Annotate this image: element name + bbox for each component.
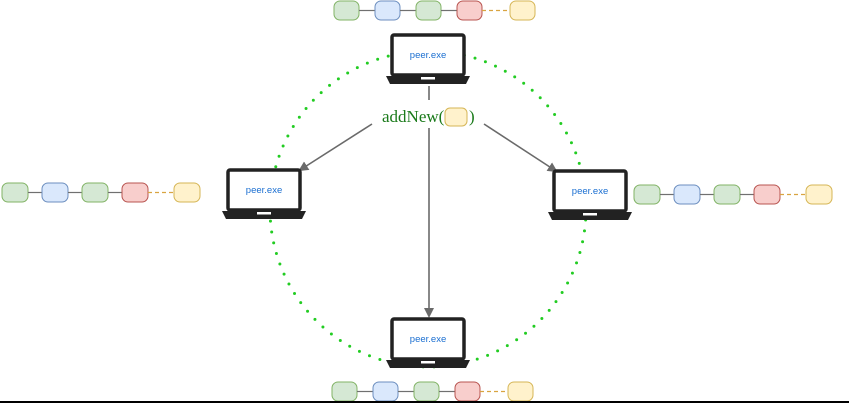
- arrow-top-to-right: [483, 123, 558, 173]
- peer-top: peer.exe: [386, 33, 470, 84]
- chain-block-yellow: [507, 381, 534, 402]
- laptop-base: [548, 212, 632, 220]
- peer-label: peer.exe: [410, 334, 446, 345]
- blockchain-right: [633, 184, 833, 205]
- chain-block-yellow: [509, 0, 536, 21]
- chain-block-red: [121, 182, 149, 203]
- blockchain-top: [333, 0, 536, 21]
- chain-block-green: [415, 0, 442, 21]
- laptop-base: [386, 76, 470, 84]
- chain-block-green: [333, 0, 360, 21]
- chain-block-green: [1, 182, 29, 203]
- add-new-call-suffix: ): [469, 107, 475, 126]
- chain-block-red: [456, 0, 483, 21]
- broadcast-arrows: [298, 86, 558, 318]
- chain-block-blue: [374, 0, 401, 21]
- peer-left: peer.exe: [222, 168, 306, 219]
- laptop-screen: [390, 317, 466, 361]
- blockchain-bottom: [331, 381, 534, 402]
- chain-block-green: [331, 381, 358, 402]
- laptop-base: [222, 211, 306, 219]
- chain-block-blue: [372, 381, 399, 402]
- chain-block-green: [713, 184, 741, 205]
- add-new-argument-block: [444, 107, 468, 127]
- laptop-screen: [226, 168, 302, 212]
- chain-block-green: [633, 184, 661, 205]
- chain-block-yellow: [805, 184, 833, 205]
- laptop-base: [386, 360, 470, 368]
- chain-block-blue: [673, 184, 701, 205]
- arrow-top-to-left: [298, 123, 373, 172]
- add-new-call: addNew( ): [382, 107, 475, 127]
- add-new-call-prefix: addNew(: [382, 107, 445, 126]
- blockchain-left: [1, 182, 201, 203]
- chain-block-red: [753, 184, 781, 205]
- laptop-screen: [390, 33, 466, 77]
- laptop-trackpad-notch: [421, 77, 435, 80]
- peer-right: peer.exe: [548, 169, 632, 220]
- chain-block-green: [413, 381, 440, 402]
- chain-block-green: [81, 182, 109, 203]
- laptop-screen: [552, 169, 628, 213]
- peer-bottom: peer.exe: [386, 317, 470, 368]
- chain-block-blue: [41, 182, 69, 203]
- peer-label: peer.exe: [246, 185, 282, 196]
- chain-block-yellow: [173, 182, 201, 203]
- peer-label: peer.exe: [410, 50, 446, 61]
- laptop-trackpad-notch: [257, 212, 271, 215]
- laptop-trackpad-notch: [583, 213, 597, 216]
- chain-block-red: [454, 381, 481, 402]
- laptop-trackpad-notch: [421, 361, 435, 364]
- peer-label: peer.exe: [572, 186, 608, 197]
